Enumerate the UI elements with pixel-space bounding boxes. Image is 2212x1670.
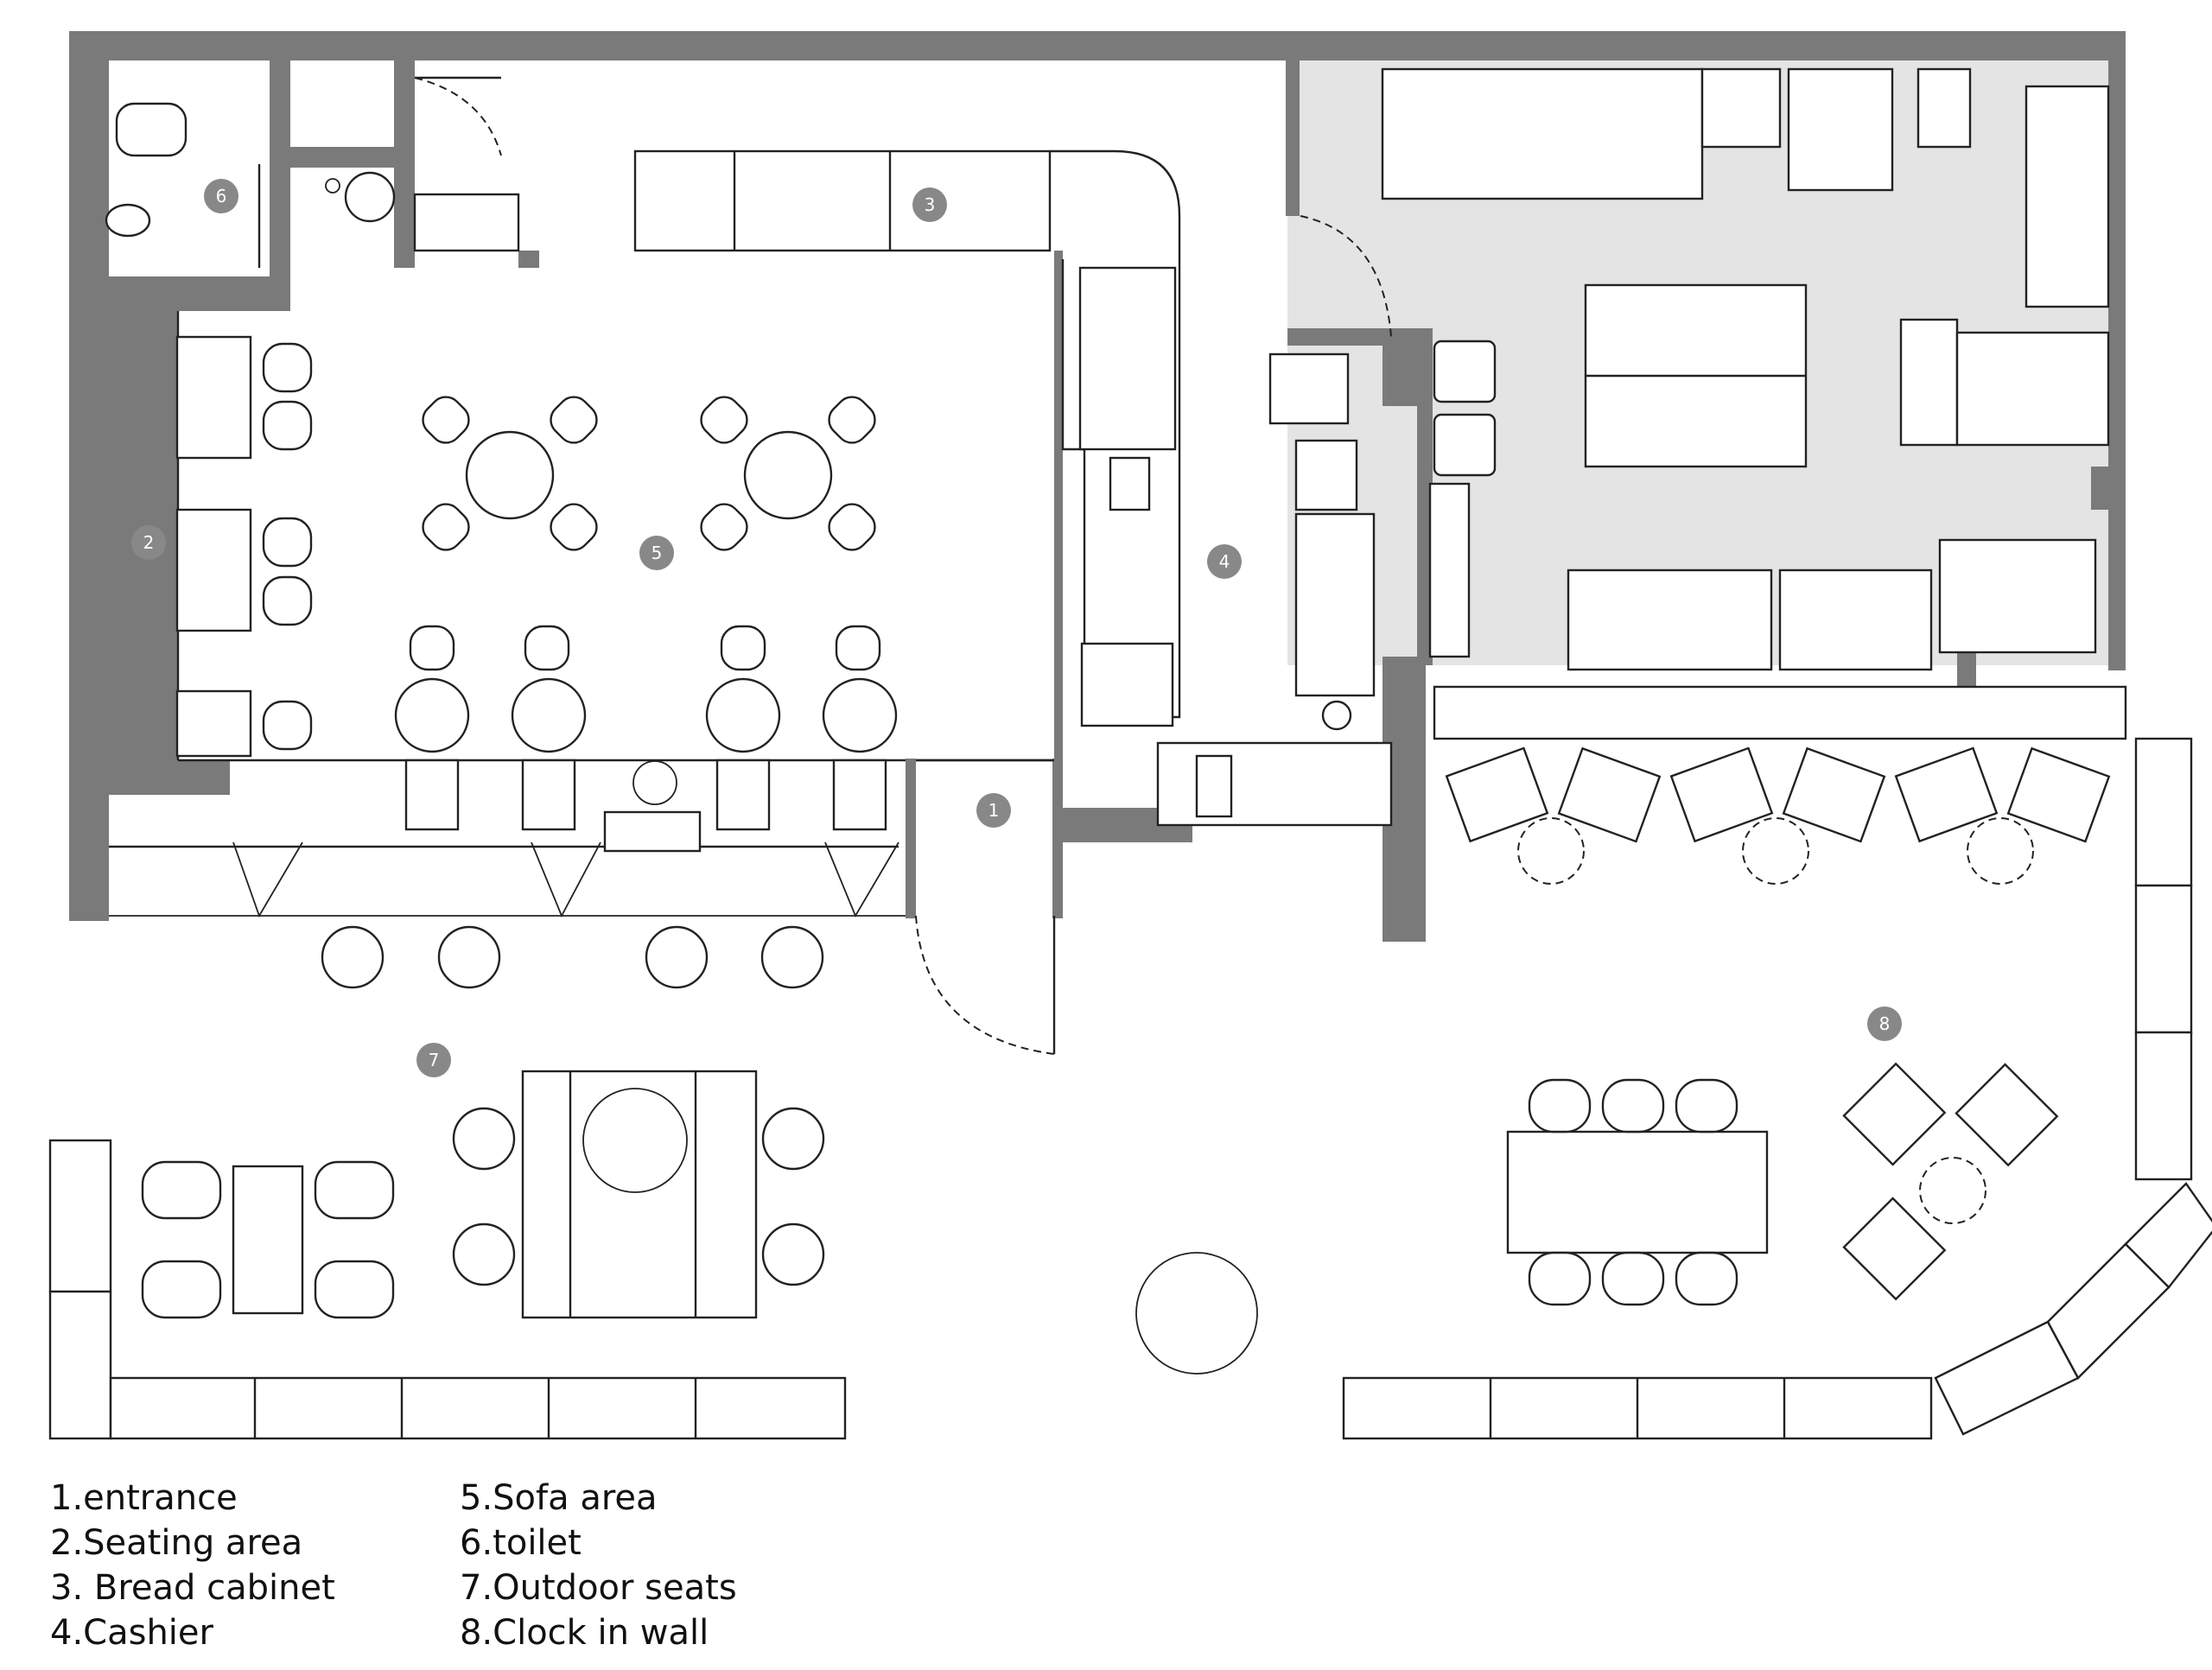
cashier-counter — [1156, 215, 1497, 827]
svg-text:4: 4 — [1219, 551, 1230, 572]
plant-icon — [582, 1088, 1258, 1375]
sofa-area-tables — [394, 396, 898, 853]
legend-item: 5.Sofa area — [460, 1478, 658, 1518]
bread-cabinet-counter — [633, 149, 1181, 727]
marker-clock-in-wall: 8 — [1867, 1006, 1902, 1041]
svg-text:3: 3 — [925, 194, 936, 215]
svg-text:5: 5 — [652, 543, 663, 563]
legend-column-1: 1.entrance 2.Seating area 3. Bread cabin… — [50, 1476, 335, 1655]
legend-item: 2.Seating area — [50, 1523, 303, 1563]
marker-seating-area: 2 — [131, 525, 166, 560]
legend-item: 6.toilet — [460, 1523, 582, 1563]
legend-column-2: 5.Sofa area 6.toilet 7.Outdoor seats 8.C… — [460, 1476, 737, 1655]
interior-walls — [109, 60, 1382, 873]
planters-left — [48, 1139, 847, 1440]
marker-toilet: 6 — [204, 179, 238, 213]
svg-text:7: 7 — [429, 1050, 440, 1070]
legend-item: 4.Cashier — [50, 1613, 213, 1653]
svg-text:8: 8 — [1879, 1013, 1891, 1034]
svg-text:6: 6 — [216, 186, 227, 206]
svg-text:2: 2 — [143, 532, 155, 553]
area-markers: 1 2 3 4 5 6 7 8 — [131, 179, 1902, 1077]
planters-right — [1342, 737, 2212, 1440]
marker-cashier: 4 — [1207, 544, 1242, 579]
outdoor-seating-left — [141, 925, 825, 1319]
marker-sofa-area: 5 — [639, 536, 674, 570]
entrance-door-swing — [915, 915, 1055, 1055]
toilet-room — [105, 76, 520, 268]
window-frames — [232, 841, 899, 918]
legend-item: 7.Outdoor seats — [460, 1568, 737, 1608]
legend-item: 8.Clock in wall — [460, 1613, 709, 1653]
marker-entrance: 1 — [976, 793, 1011, 828]
marker-outdoor-seats: 7 — [416, 1043, 451, 1077]
kitchen-equipment — [1381, 67, 2110, 671]
outdoor-seating-right — [1445, 746, 2111, 1306]
marker-bread-cabinet: 3 — [912, 187, 947, 222]
seating-area-sofas — [175, 335, 313, 758]
legend-item: 3. Bread cabinet — [50, 1568, 335, 1608]
svg-text:1: 1 — [988, 800, 1000, 821]
legend-item: 1.entrance — [50, 1478, 238, 1518]
